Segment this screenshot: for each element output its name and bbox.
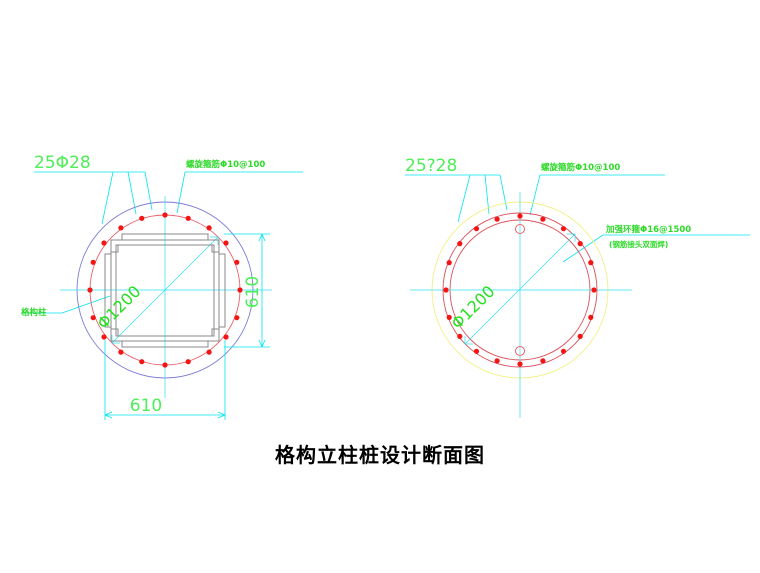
left-diameter-arrow-a — [111, 335, 120, 344]
left-dim-vertical-label: 610 — [243, 276, 263, 308]
lattice-column-label: 格构柱 — [21, 307, 47, 318]
right-diameter-arrow-a — [464, 336, 473, 345]
right-diameter-arrow-b — [567, 233, 576, 242]
right-diameter-line — [464, 233, 576, 345]
left-dim-vertical — [224, 233, 270, 348]
left-centerlines — [60, 196, 272, 398]
left-spiral-leader — [176, 171, 303, 214]
right-diameter-label: Φ1200 — [447, 282, 498, 333]
left-main-rebar-label: 25Φ28 — [34, 153, 91, 173]
strengthen-hoop-label: 加强环箍Φ16@1500 — [605, 224, 691, 235]
left-rebar-dots — [87, 212, 243, 368]
right-spiral-leader — [529, 174, 665, 216]
hoop-marker-top — [515, 224, 525, 234]
right-main-rebar-label: 25?28 — [405, 156, 457, 176]
lattice-column-profile — [104, 233, 226, 348]
left-section-group: 25Φ28 螺旋箍筋Φ10@100 格构柱 Φ1200 610 610 — [21, 153, 303, 420]
right-rebar-dots — [443, 213, 597, 367]
right-spiral-stirrup-label: 螺旋箍筋Φ10@100 — [541, 162, 620, 173]
left-dim-horizontal-label: 610 — [130, 396, 162, 416]
right-hoop-leader — [562, 234, 750, 263]
left-diameter-line — [111, 236, 219, 344]
left-diameter-label: Φ1200 — [93, 282, 144, 333]
left-spiral-stirrup-label: 螺旋箍筋Φ10@100 — [186, 159, 265, 170]
hoop-marker-bottom — [515, 346, 525, 356]
right-section-group: 25?28 螺旋箍筋Φ10@100 加强环箍Φ16@1500 (钢筋接头双面焊)… — [405, 156, 750, 418]
left-dim-horizontal — [104, 340, 226, 420]
right-centerlines — [410, 192, 632, 418]
strengthen-hoop-note: (钢筋接头双面焊) — [609, 239, 668, 249]
drawing-title: 格构立柱桩设计断面图 — [275, 443, 485, 467]
left-lattice-leader — [22, 295, 111, 314]
left-main-rebar-leader — [34, 171, 153, 225]
left-diameter-arrow-b — [210, 236, 219, 245]
right-main-rebar-leader — [405, 174, 508, 223]
